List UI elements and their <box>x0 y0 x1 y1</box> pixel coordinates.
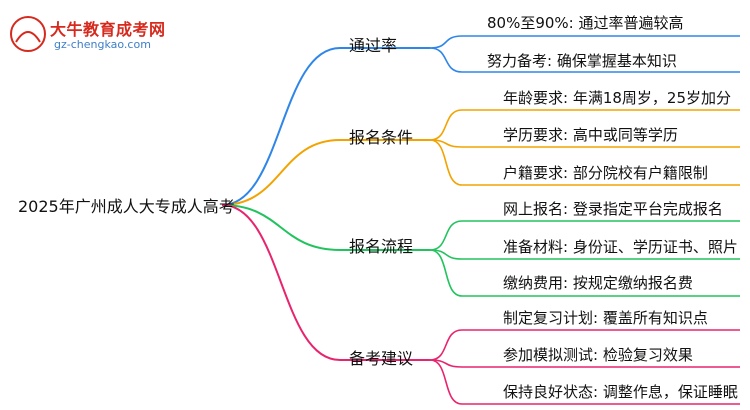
logo-mark-icon <box>10 16 46 52</box>
leaf-requirement-age: 年龄要求: 年满18周岁，25岁加分 <box>503 89 731 107</box>
leaf-pass-rate-1: 80%至90%: 通过率普遍较高 <box>487 14 684 32</box>
site-logo[interactable]: 大牛教育成考网 gz-chengkao.com <box>8 14 165 54</box>
leaf-connector <box>429 220 463 251</box>
leaf-connector <box>429 329 463 361</box>
leaf-advice-state: 保持良好状态: 调整作息，保证睡眠 <box>503 383 738 401</box>
root-connector <box>221 139 341 206</box>
leaf-connector <box>429 139 463 186</box>
branch-label-advice: 备考建议 <box>349 349 414 368</box>
root-node: 2025年广州成人大专成人高考 <box>18 197 235 216</box>
leaf-process-fee: 缴纳费用: 按规定缴纳报名费 <box>503 274 693 292</box>
branch-label-pass-rate: 通过率 <box>349 36 398 55</box>
branch-label-process: 报名流程 <box>349 237 414 256</box>
leaf-connector <box>429 249 463 297</box>
leaf-pass-rate-2: 努力备考: 确保掌握基本知识 <box>487 52 677 70</box>
leaf-advice-mock: 参加模拟测试: 检验复习效果 <box>503 346 693 364</box>
leaf-connector <box>429 359 463 405</box>
leaf-connector <box>429 109 463 141</box>
logo-url: gz-chengkao.com <box>54 38 151 51</box>
root-connector <box>221 204 341 251</box>
leaf-connector <box>429 35 463 49</box>
leaf-process-materials: 准备材料: 身份证、学历证书、照片 <box>503 238 738 256</box>
leaf-requirement-education: 学历要求: 高中或同等学历 <box>503 126 678 144</box>
leaf-advice-plan: 制定复习计划: 覆盖所有知识点 <box>503 309 708 327</box>
root-connector <box>221 47 341 206</box>
leaf-process-online: 网上报名: 登录指定平台完成报名 <box>503 200 723 218</box>
logo-title: 大牛教育成考网 <box>50 20 166 39</box>
root-connector <box>221 204 341 361</box>
leaf-requirement-household: 户籍要求: 部分院校有户籍限制 <box>503 164 708 182</box>
leaf-connector <box>429 47 463 73</box>
branch-label-requirements: 报名条件 <box>349 128 414 147</box>
